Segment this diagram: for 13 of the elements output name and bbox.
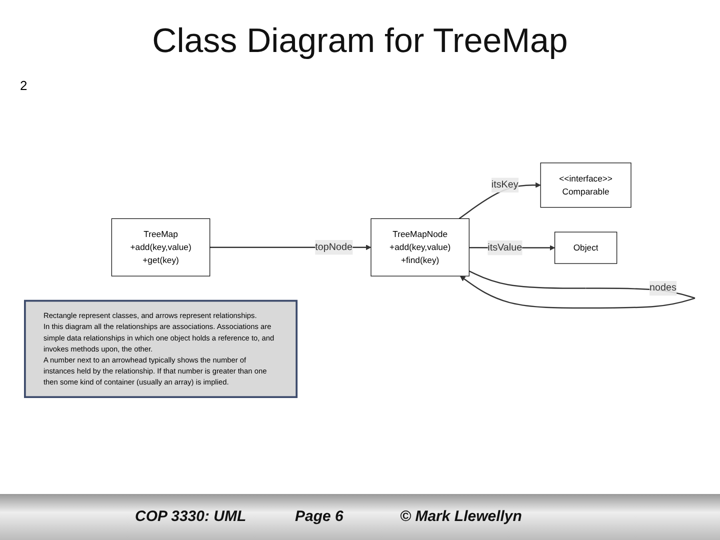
node-box: <<interface>> Comparable <box>540 162 632 208</box>
edge-label: topNode <box>315 242 352 252</box>
node-box: Object <box>554 232 618 264</box>
edge-label: nodes <box>650 282 676 294</box>
multiplicity-label: 2 <box>20 78 28 93</box>
edge-label: itsValue <box>488 242 522 253</box>
edge-label: itsKey <box>491 180 518 190</box>
footer-text: COP 3330: UML <box>135 508 246 525</box>
slide-title: Class Diagram for TreeMap <box>151 22 569 61</box>
footer-text: Page 6 <box>295 508 344 525</box>
node-box: TreeMapNode +add(key,value) +find(key) <box>370 218 470 276</box>
footer-text: © Mark Llewellyn <box>400 508 522 525</box>
node-box: TreeMap +add(key,value) +get(key) <box>111 218 210 276</box>
